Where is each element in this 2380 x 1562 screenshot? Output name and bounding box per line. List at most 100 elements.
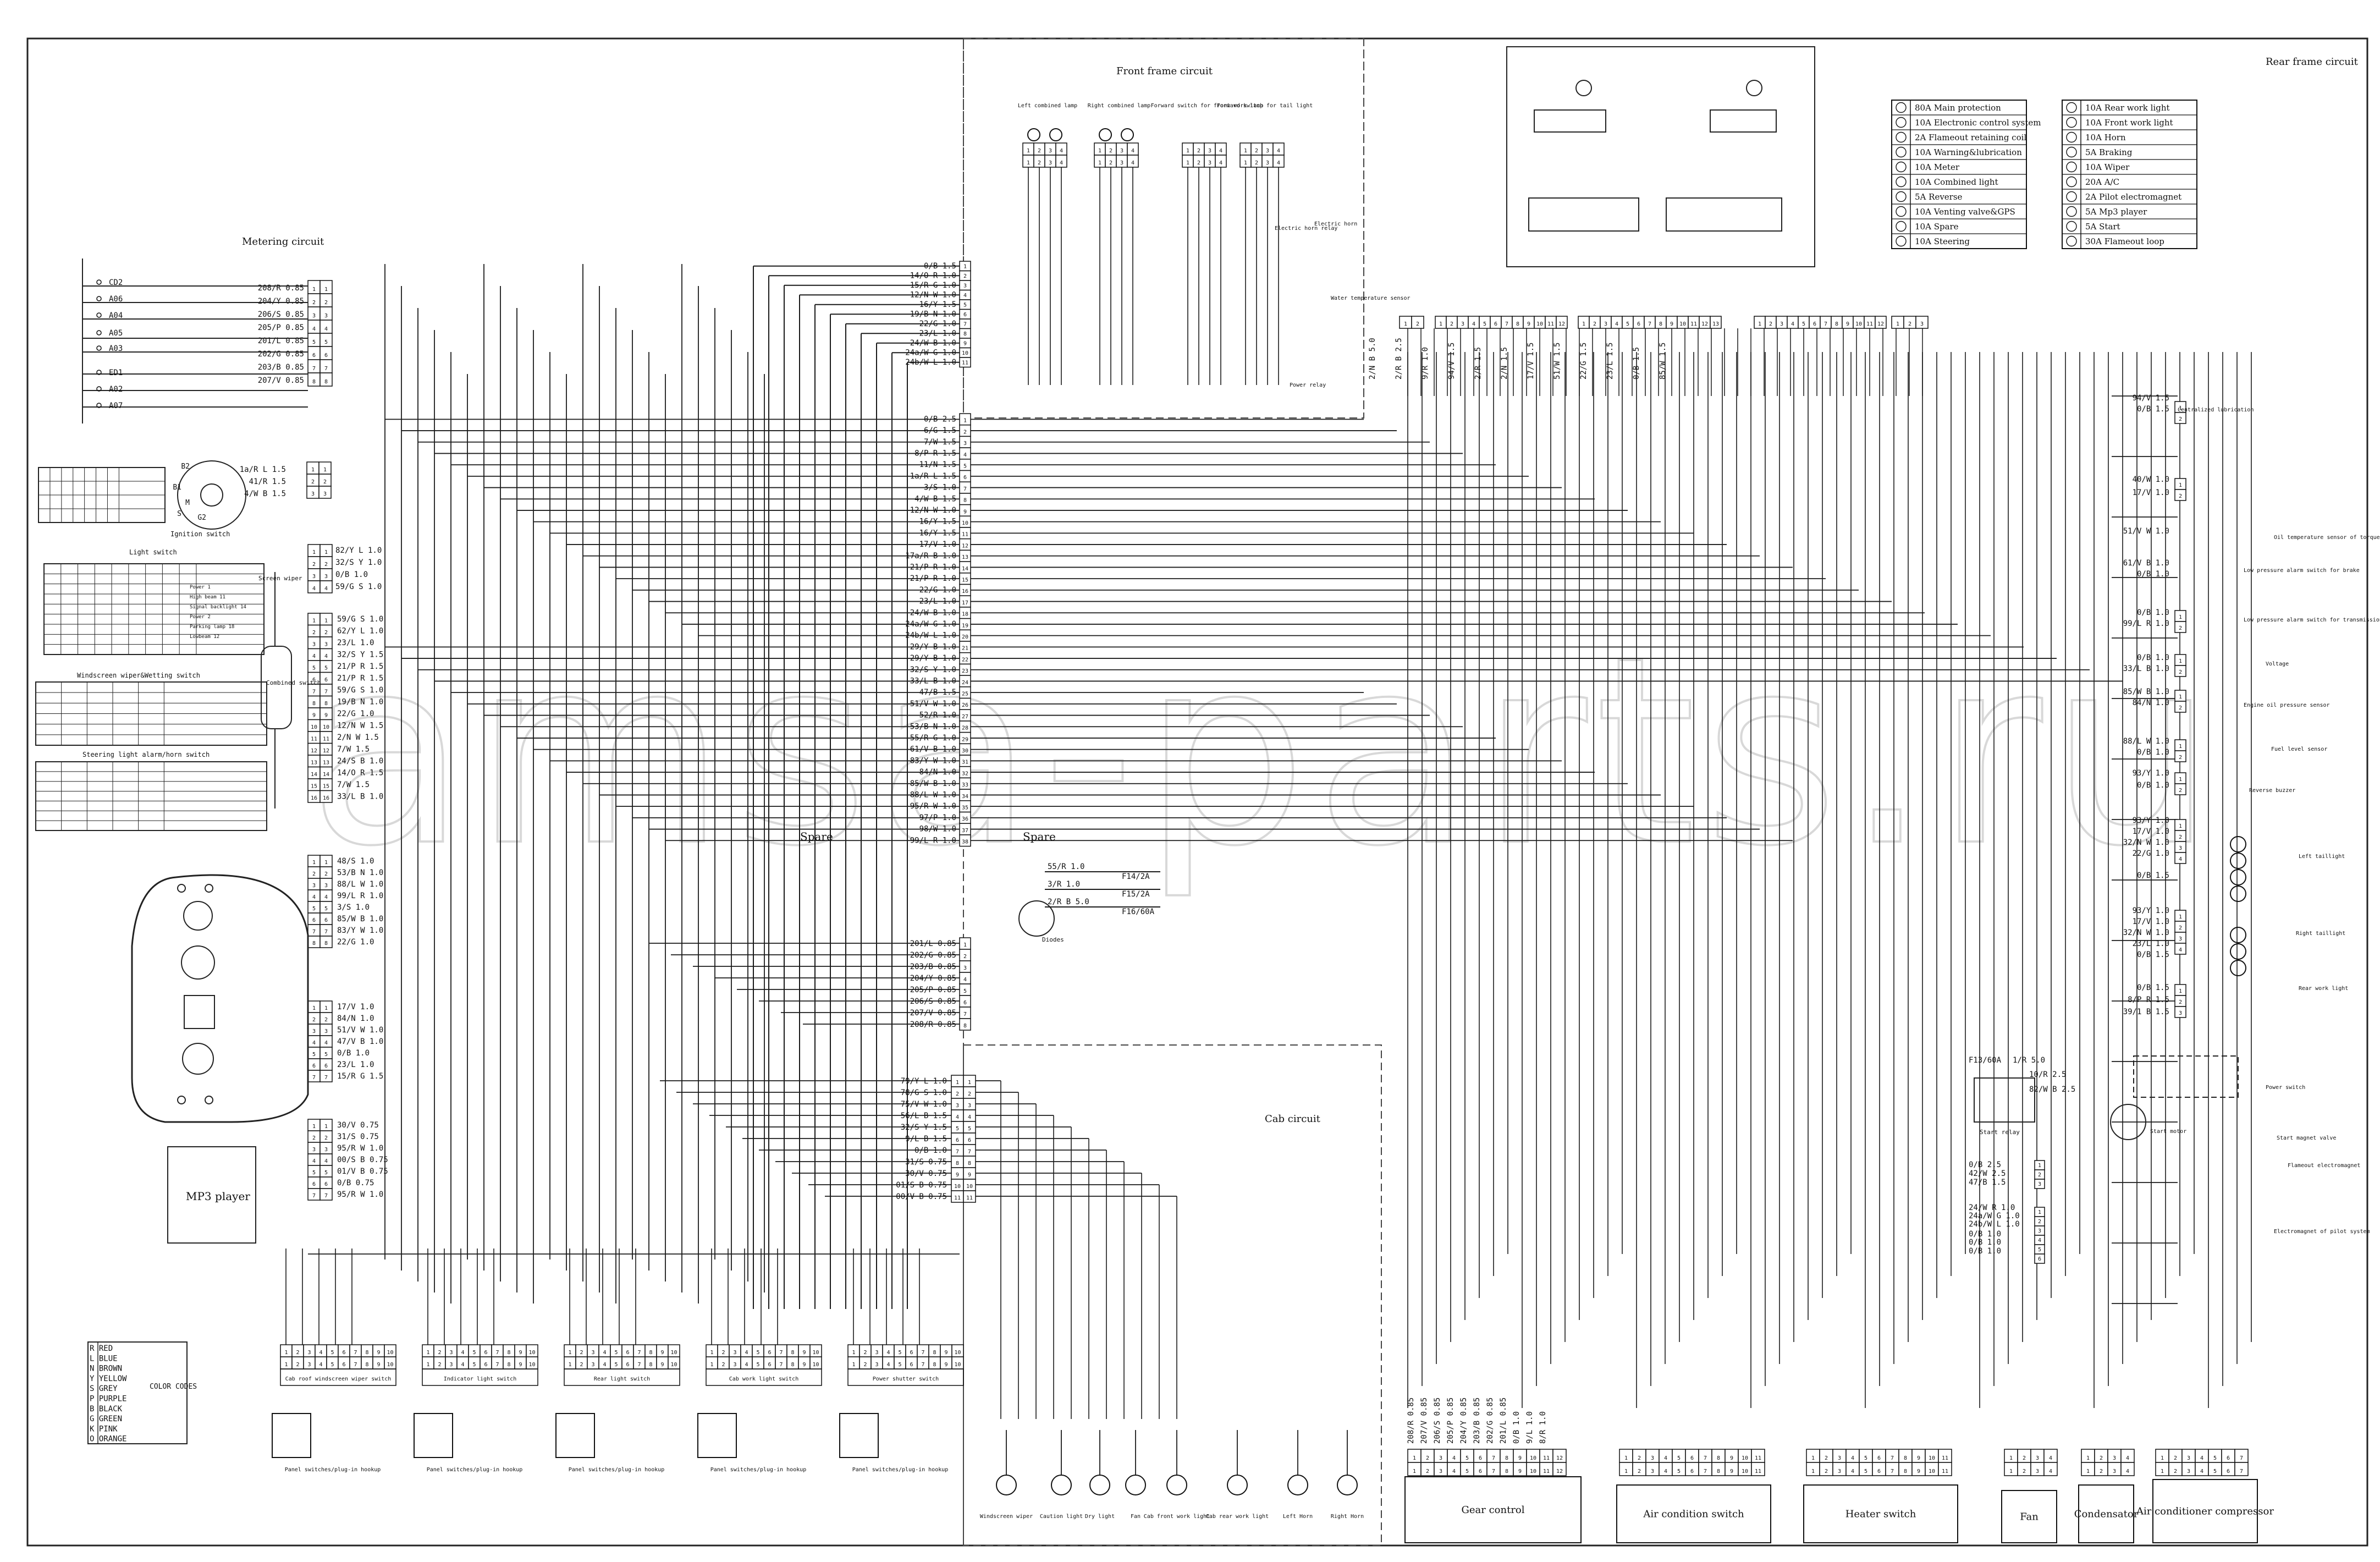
pin-number: 5 xyxy=(756,1350,759,1356)
pin-number: 4 xyxy=(1664,1469,1667,1475)
pin-number: 6 xyxy=(910,1362,913,1368)
wire-label: 84/N 1.0 xyxy=(337,1014,374,1023)
light-function: Parking lamp 18 xyxy=(190,624,234,630)
bottom-box-label: Heater switch xyxy=(1845,1509,1916,1520)
wire-label: 32/S Y 1.0 xyxy=(335,558,382,567)
wire-label: 21/P R 1.0 xyxy=(910,574,956,583)
wire-label: 84/N 1.0 xyxy=(919,768,956,777)
wire-label: 51/V W 1.0 xyxy=(2123,527,2169,536)
wire-label: 7/W 1.5 xyxy=(924,438,956,447)
front-lamp-label: Right combined lamp xyxy=(1088,103,1150,109)
pin-number: 2 xyxy=(2179,669,2182,675)
pin-number: 4 xyxy=(1219,160,1222,166)
pin-number: 5 xyxy=(614,1362,618,1368)
wire-label: 51/V W 1.0 xyxy=(337,1026,383,1035)
pin-number: 8 xyxy=(649,1362,652,1368)
pin-number: 7 xyxy=(637,1362,641,1368)
pin-number: 8 xyxy=(1717,1469,1720,1475)
fuse-number-icon xyxy=(2066,191,2077,202)
pin-number: 1 xyxy=(311,467,315,473)
pin-number: 10 xyxy=(1536,321,1543,327)
pin-number: 5 xyxy=(324,1052,328,1058)
pin-number: 4 xyxy=(603,1350,606,1356)
fuse-number-icon xyxy=(2066,161,2077,173)
wire-label: 29/Y B 1.0 xyxy=(910,654,956,663)
start-relay-label: Start relay xyxy=(1980,1129,2020,1136)
pin-number: 7 xyxy=(312,1075,316,1081)
pin-number: 10 xyxy=(962,350,968,356)
wire-label: 93/Y 1.0 xyxy=(2133,769,2169,778)
pin-number: 3 xyxy=(956,1103,959,1109)
pin-number: 33 xyxy=(962,782,968,788)
wire-label: 2/N 1.5 xyxy=(1500,347,1509,380)
wire-label: 85/W B 1.0 xyxy=(337,915,383,923)
wire-label: 31/S 0.75 xyxy=(337,1132,379,1141)
pin-number: 8 xyxy=(365,1350,368,1356)
wire-label: 202/G 0.85 xyxy=(910,951,956,960)
pin-number: 5 xyxy=(1466,1469,1469,1475)
wire-label: 204/Y 0.85 xyxy=(1459,1398,1468,1444)
wire-label: 99/L R 1.0 xyxy=(2123,619,2169,628)
pin-number: 11 xyxy=(1543,1469,1550,1475)
pin-number: 26 xyxy=(962,702,968,708)
wire-label: 24a/W G 1.0 xyxy=(905,348,956,357)
wire-label: 2/R B 2.5 xyxy=(1395,338,1403,380)
wire-label: 29/Y B 1.0 xyxy=(910,642,956,651)
pin-number: 10 xyxy=(1929,1469,1935,1475)
taillight-icon xyxy=(2230,836,2246,853)
connector: 12 xyxy=(2174,654,2186,677)
pin-number: 8 xyxy=(365,1362,368,1368)
pin-number: 5 xyxy=(2213,1469,2217,1475)
section-title-cab: Cab circuit xyxy=(1265,1113,1321,1125)
terminal-icon xyxy=(96,312,102,318)
switch-plug-icon xyxy=(272,1413,311,1458)
pin-number: 11 xyxy=(1866,321,1873,327)
pin-number: 28 xyxy=(962,725,968,732)
pin-number: 7 xyxy=(312,689,316,695)
wire-label: 17/V 1.0 xyxy=(2133,488,2169,497)
pin-number: 1 xyxy=(1244,160,1247,166)
wiper-table-title: Windscreen wiper&Wetting switch xyxy=(77,672,200,679)
wire-label: 208/R 0.85 xyxy=(910,1020,956,1029)
wire-label: 94/V 1.5 xyxy=(1447,343,1456,380)
wire-label: 22/G 1.0 xyxy=(2133,849,2169,858)
wire-label: 14/O R 1.0 xyxy=(910,271,956,280)
pin-number: 4 xyxy=(1131,148,1134,154)
pin-number: 1 xyxy=(312,287,316,293)
pin-number: 31 xyxy=(962,760,968,766)
pin-number: 2 xyxy=(2038,1172,2041,1178)
pin-number: 4 xyxy=(312,653,316,659)
pin-number: 7 xyxy=(312,929,316,935)
wire-label: 30/V 0.75 xyxy=(905,1169,947,1178)
terminal-icon xyxy=(96,403,102,408)
pin-number: 1 xyxy=(426,1362,429,1368)
pin-number: 2 xyxy=(721,1350,725,1356)
ignition-key-icon xyxy=(177,460,246,530)
pin-number: 2 xyxy=(1416,321,1419,327)
pin-number: 6 xyxy=(963,312,967,318)
combined-switch: Combined switch Screen wiper xyxy=(258,572,321,809)
motor-icon xyxy=(2110,1104,2146,1140)
ignition-terminal: B1 xyxy=(173,483,181,492)
pin-number: 7 xyxy=(779,1350,783,1356)
wire-label: 00/V B 0.75 xyxy=(896,1192,947,1201)
pin-number: 7 xyxy=(312,1193,316,1199)
pin-number: 1 xyxy=(1811,1469,1815,1475)
pin-number: 8 xyxy=(1659,321,1662,327)
switch-plug-icon xyxy=(839,1413,879,1458)
fuse-entry: 30A Flameout loop xyxy=(2085,237,2164,246)
pin-number: 7 xyxy=(963,486,967,492)
pin-number: 3 xyxy=(875,1350,878,1356)
wire-label: 0/B 2.5 xyxy=(1969,1160,2001,1169)
wire-label: 24/S B 1.0 xyxy=(337,757,383,766)
pin-number: 1 xyxy=(324,287,328,293)
pin-number: 15 xyxy=(962,578,968,584)
pin-number: 3 xyxy=(1208,160,1211,166)
wire-label: 6/G 1.5 xyxy=(924,426,956,435)
pin-number: 2 xyxy=(1825,1455,1828,1461)
fuse-entry: 2A Flameout retaining coil xyxy=(1915,133,2026,142)
